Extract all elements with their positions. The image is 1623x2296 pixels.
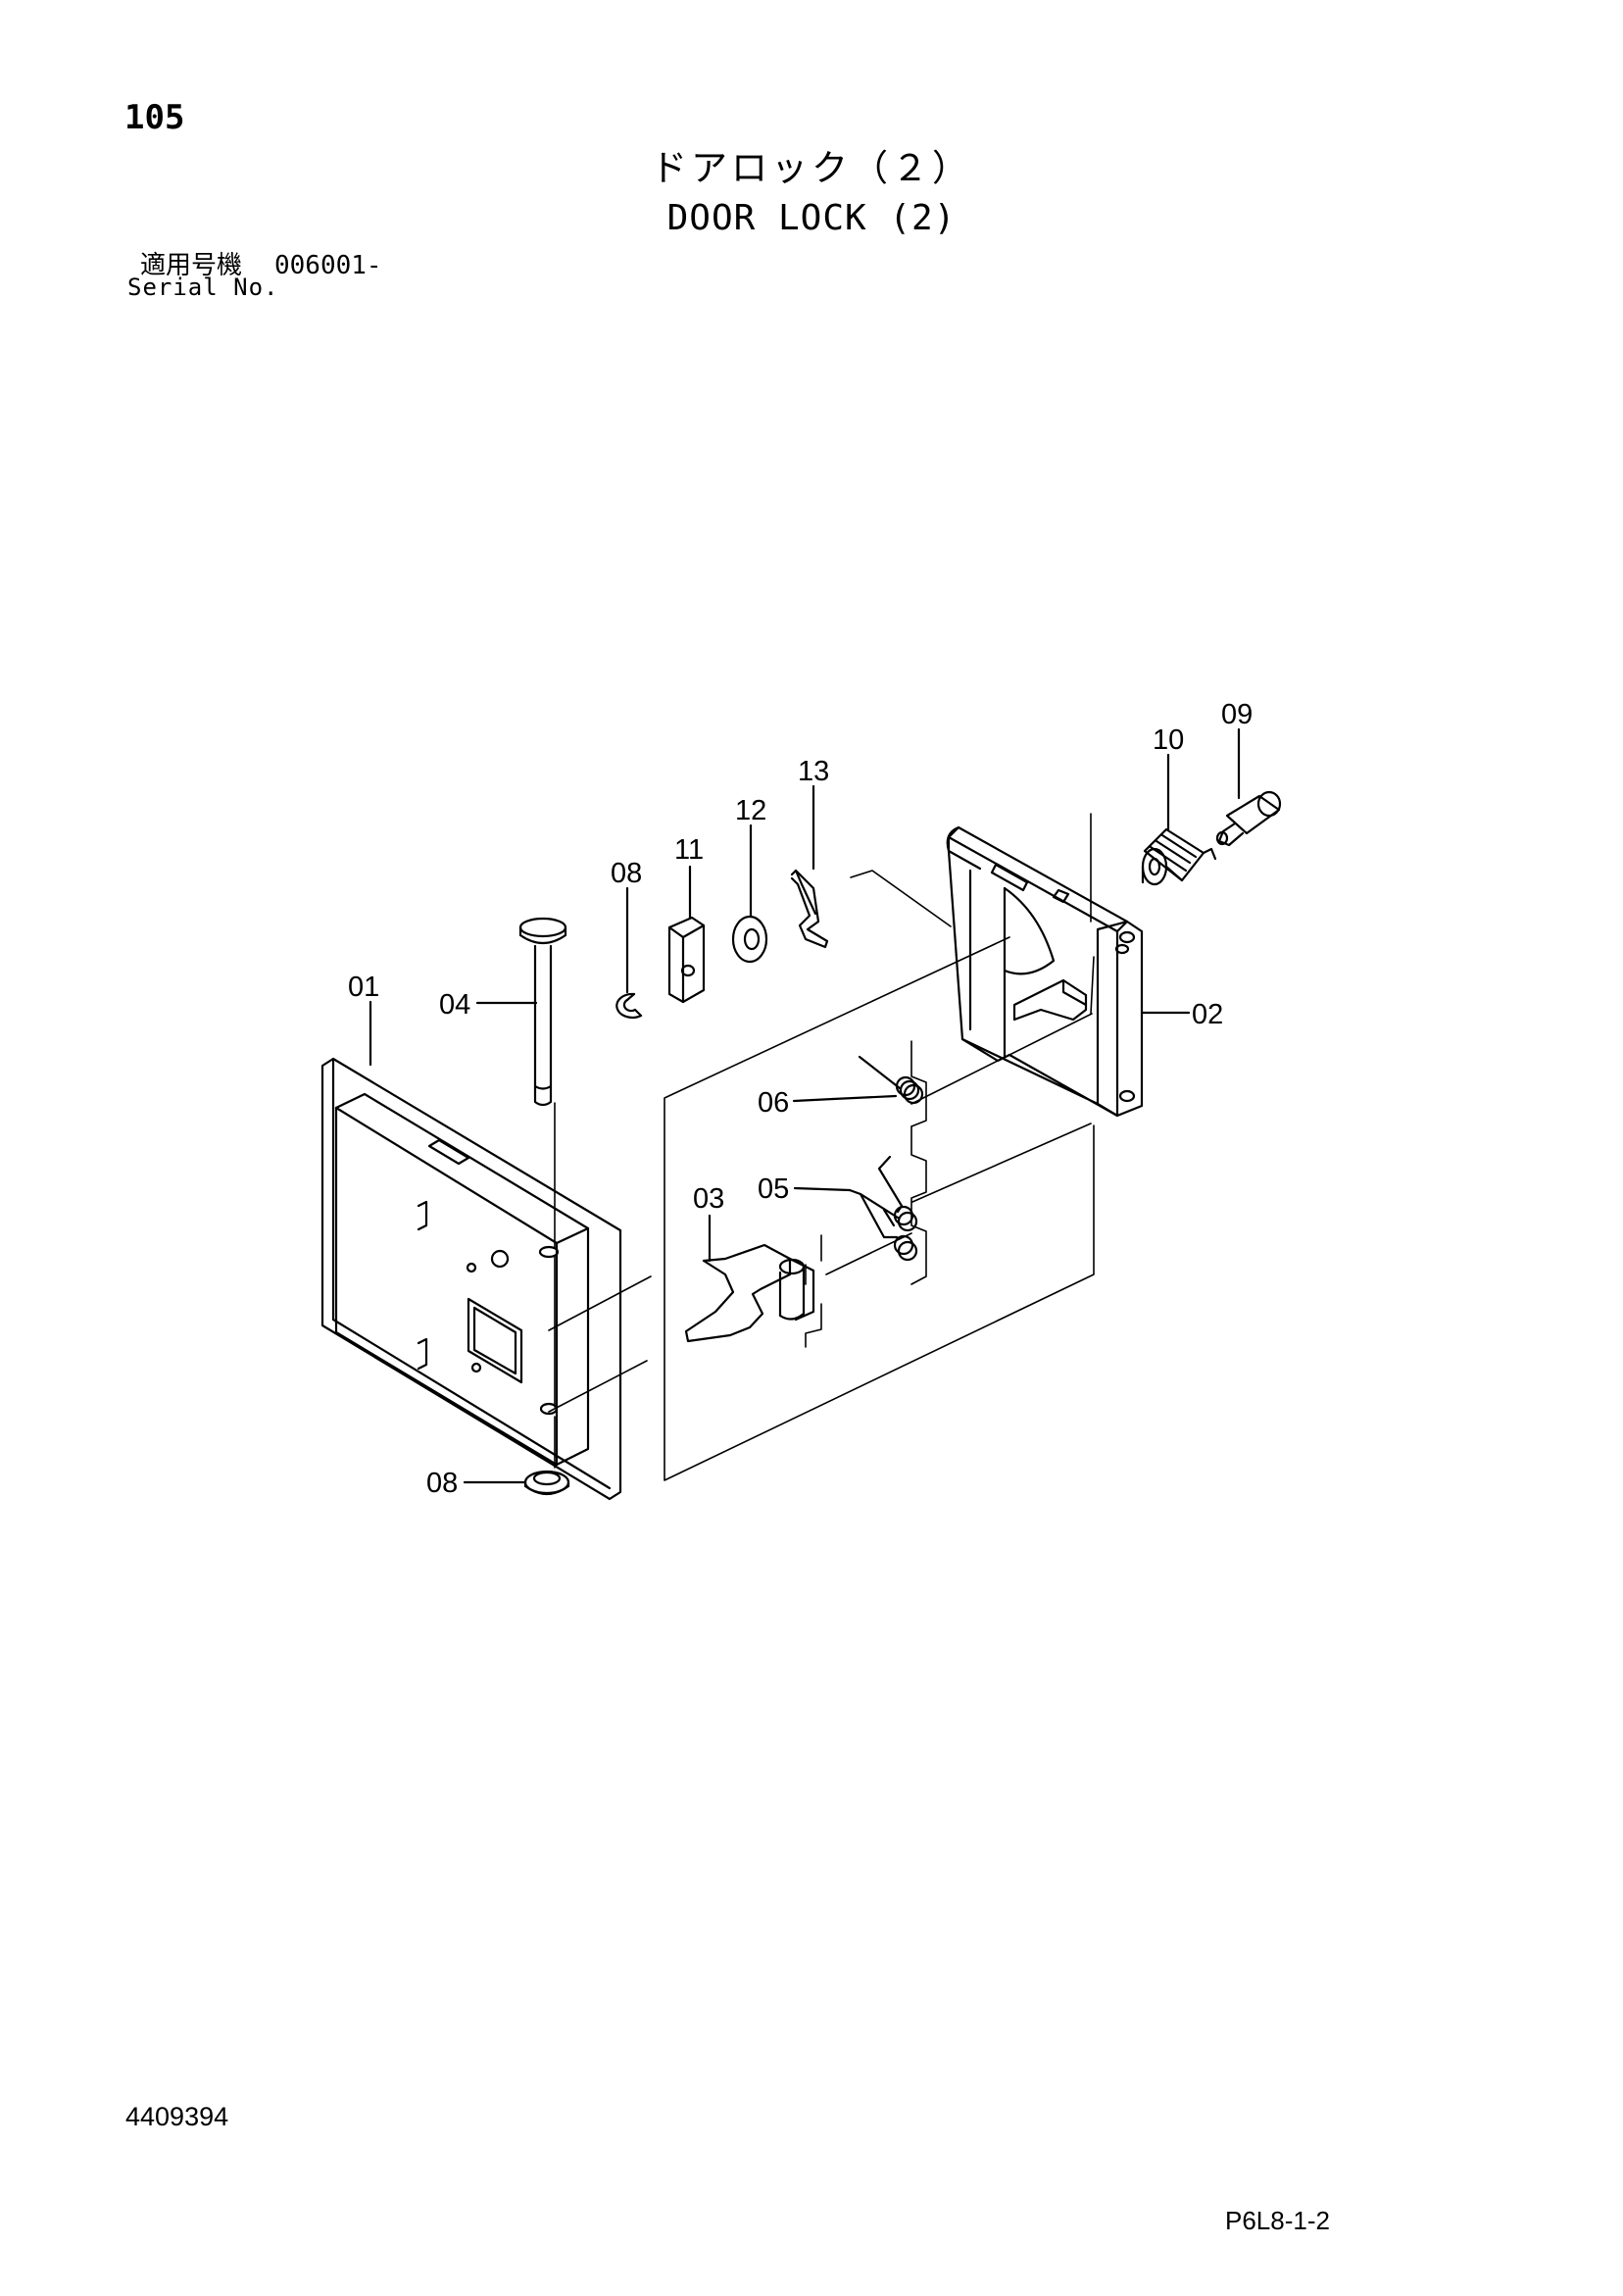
page-code: P6L8-1-2	[1225, 2206, 1330, 2235]
part-06-spring-upper	[831, 1055, 924, 1105]
callout-08-upper: 08	[611, 858, 642, 994]
part-02-bracket	[946, 825, 1144, 1118]
serial-number-value: 006001-	[274, 251, 382, 280]
callout-11: 11	[674, 834, 704, 920]
part-03-latch	[684, 1243, 815, 1343]
part-10-bushing	[1141, 827, 1217, 886]
callout-04: 04	[439, 989, 538, 1021]
part-01-lock-housing	[320, 1057, 622, 1501]
svg-text:02: 02	[1192, 999, 1223, 1030]
svg-text:11: 11	[674, 834, 704, 866]
callout-05: 05	[758, 1173, 852, 1205]
callout-09: 09	[1221, 699, 1253, 800]
svg-text:05: 05	[758, 1173, 789, 1205]
part-08-e-ring-upper	[615, 992, 643, 1020]
part-04-pin	[518, 917, 567, 1107]
callout-03: 03	[693, 1183, 724, 1263]
svg-text:08: 08	[426, 1468, 458, 1499]
part-13-clip	[790, 869, 829, 949]
svg-text:08: 08	[611, 858, 642, 889]
callout-12: 12	[735, 795, 766, 918]
callout-08-lower: 08	[426, 1468, 527, 1499]
part-12-washer	[731, 915, 768, 964]
part-11-slider	[667, 916, 706, 1004]
page-title-english: DOOR LOCK (2)	[666, 198, 957, 238]
callout-10: 10	[1153, 724, 1184, 831]
callout-13: 13	[798, 756, 829, 871]
svg-text:10: 10	[1153, 724, 1184, 756]
svg-text:12: 12	[735, 795, 766, 826]
document-number: 4409394	[125, 2102, 229, 2131]
part-09-plunger	[1215, 790, 1282, 847]
svg-text:13: 13	[798, 756, 829, 787]
svg-text:01: 01	[348, 972, 379, 1003]
serial-label-japanese: 適用号機	[140, 251, 243, 280]
svg-text:03: 03	[693, 1183, 724, 1215]
svg-text:04: 04	[439, 989, 470, 1021]
assembly-reference-lines	[548, 813, 1095, 1481]
page-title-japanese: ドアロック（２）	[651, 147, 972, 189]
page-number: 105	[124, 98, 185, 137]
svg-text:06: 06	[758, 1087, 789, 1119]
part-05-spring-assembly	[848, 1155, 918, 1262]
part-08-e-ring-lower	[523, 1470, 570, 1496]
callout-01: 01	[348, 972, 379, 1067]
svg-text:09: 09	[1221, 699, 1253, 730]
serial-label-english: Serial No.	[127, 274, 279, 301]
callout-06: 06	[758, 1087, 835, 1119]
callout-02: 02	[1140, 999, 1223, 1030]
